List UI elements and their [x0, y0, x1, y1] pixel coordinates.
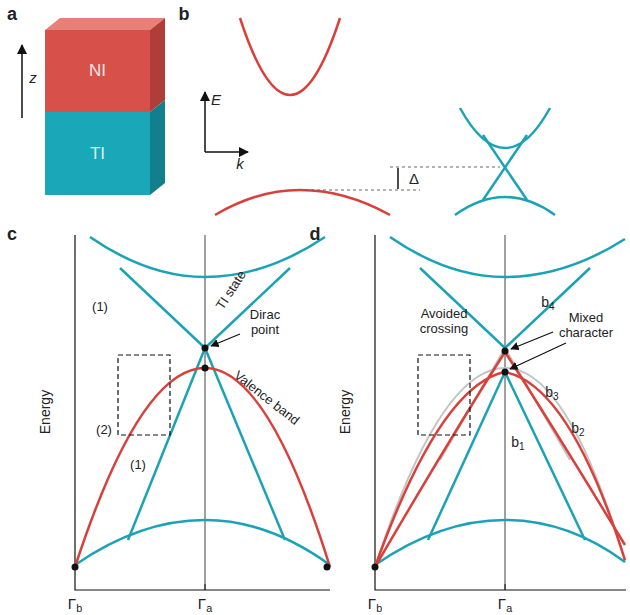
ti-side-face	[150, 100, 165, 195]
k-point-label: Γa	[498, 595, 512, 612]
band-number: (1)	[130, 458, 146, 473]
ni-valence-band	[215, 190, 390, 215]
gap-label: Δ	[409, 170, 419, 187]
ti-upper-band	[460, 108, 550, 148]
axis-title: Energy	[337, 390, 353, 434]
axis-label: k	[236, 155, 244, 172]
ni-conduction-band	[240, 18, 340, 95]
band-name: Valence band	[230, 368, 301, 428]
panel-letter: d	[310, 224, 321, 245]
z-axis-arrow	[21, 45, 23, 118]
k-point-label: Γa	[198, 595, 212, 612]
region-label: Avoided crossing	[409, 307, 479, 337]
energy-axis	[204, 92, 206, 152]
axis-label: z	[29, 69, 37, 86]
k-point-label: Γb	[68, 595, 82, 612]
ti-lower-band	[455, 197, 555, 215]
offset-bar	[397, 168, 399, 189]
valence-top-level	[305, 190, 420, 191]
band-number: (2)	[96, 423, 112, 438]
ti-dirac-cone	[483, 135, 527, 200]
panel-letter: a	[7, 4, 17, 25]
band-name: TI state	[214, 268, 250, 312]
k-point-label: Γb	[368, 595, 382, 612]
band-index: b2	[571, 420, 584, 436]
axis-label: E	[211, 91, 221, 108]
ni-side-face	[150, 18, 165, 112]
band-index: b1	[511, 434, 524, 450]
panel-letter: b	[179, 4, 190, 25]
layer-label: TI	[90, 144, 105, 164]
band-index: b3	[545, 384, 558, 400]
axis-title: Energy	[37, 390, 53, 434]
ni-layer-box: NI	[45, 30, 150, 112]
band-index: b4	[541, 294, 554, 310]
point-label: Mixed character	[551, 311, 621, 341]
k-axis	[205, 151, 248, 153]
point-label: Dirac point	[240, 308, 290, 338]
band-number: (1)	[92, 300, 108, 315]
layer-label: NI	[89, 61, 106, 81]
panel-letter: c	[7, 224, 17, 245]
ni-top-face	[45, 18, 165, 30]
panel-c-plot	[72, 235, 331, 590]
dirac-level	[390, 167, 500, 168]
ti-layer-box: TI	[45, 112, 150, 195]
panel-d-plot	[372, 235, 627, 590]
